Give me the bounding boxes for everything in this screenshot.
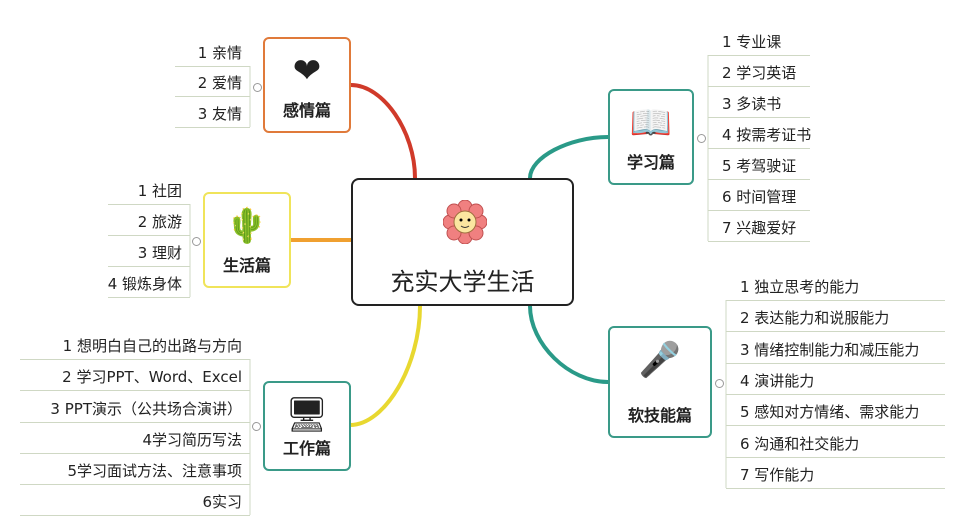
study-topic[interactable]: 📖 学习篇 [608,89,694,185]
subtopic-item[interactable]: 2 学习英语 [722,64,797,82]
subtopic-underline [726,331,945,332]
subtopic-item[interactable]: 2 旅游 [137,213,182,231]
topic-title: 工作篇 [282,439,331,458]
subtopic-underline [726,363,945,364]
microphone-icon: 🎤 [638,340,682,380]
work-connector [349,305,422,427]
subtopic-underline [108,235,190,236]
topic-title: 生活篇 [222,256,271,275]
subtopic-underline [726,488,945,489]
subtopic-underline [708,148,810,149]
subtopic-item[interactable]: 4学习简历写法 [142,431,242,449]
subtopic-underline [175,66,250,67]
computer-icon: 🖥 [285,395,329,435]
subtopic-item[interactable]: 3 多读书 [722,95,782,113]
subtopic-underline [20,359,250,360]
emotion-connector [350,83,417,179]
collapse-toggle[interactable] [697,134,706,143]
subtopic-underline [726,300,945,301]
subtopic-item[interactable]: 1 想明白自己的出路与方向 [62,337,242,355]
subtopic-underline [726,425,945,426]
subtopic-underline [20,484,250,485]
heart-icon: ❤ [292,51,322,91]
soft-topic[interactable]: 🎤 软技能篇 [608,326,712,438]
subtopic-underline [108,204,190,205]
work-topic[interactable]: 🖥 工作篇 [263,381,351,471]
subtopic-underline [708,86,810,87]
subtopic-item[interactable]: 7 兴趣爱好 [722,219,797,237]
flower-icon [442,199,488,245]
subtopic-item[interactable]: 5 感知对方情绪、需求能力 [740,403,920,421]
subtopic-underline [175,127,250,128]
subtopic-item[interactable]: 2 爱情 [197,74,242,92]
subtopic-underline [726,394,945,395]
subtopic-underline [175,96,250,97]
subtopic-item[interactable]: 6 沟通和社交能力 [740,435,860,453]
subtopic-item[interactable]: 7 写作能力 [740,466,815,484]
subtopic-item[interactable]: 6 时间管理 [722,188,797,206]
subtopic-item[interactable]: 3 友情 [197,105,242,123]
subtopic-underline [708,117,810,118]
subtopic-underline [20,422,250,423]
subtopic-underline [708,55,810,56]
life-topic[interactable]: 🌵 生活篇 [203,192,291,288]
subtopic-underline [708,179,810,180]
subtopic-item[interactable]: 3 理财 [137,244,182,262]
subtopic-item[interactable]: 3 情绪控制能力和减压能力 [740,341,920,359]
collapse-toggle[interactable] [192,237,201,246]
central-topic[interactable]: 充实大学生活 [351,178,574,306]
subtopic-item[interactable]: 1 专业课 [722,33,782,51]
subtopic-item[interactable]: 2 表达能力和说服能力 [740,309,890,327]
subtopic-underline [708,210,810,211]
topic-title: 学习篇 [626,153,675,172]
subtopic-item[interactable]: 1 独立思考的能力 [740,278,860,296]
cactus-icon: 🌵 [225,206,269,246]
central-topic-title: 充实大学生活 [390,268,535,296]
subtopic-item[interactable]: 1 亲情 [197,44,242,62]
topic-title: 软技能篇 [627,406,692,425]
subtopic-item[interactable]: 1 社团 [137,182,182,200]
subtopic-item[interactable]: 4 按需考证书 [722,126,812,144]
subtopic-underline [20,390,250,391]
subtopic-item[interactable]: 6实习 [202,493,242,511]
subtopic-item[interactable]: 2 学习PPT、Word、Excel [62,368,242,386]
subtopic-underline [708,241,810,242]
study-connector [528,135,609,179]
subtopic-underline [20,453,250,454]
soft-connector [528,305,609,384]
subtopic-item[interactable]: 4 演讲能力 [740,372,815,390]
topic-title: 感情篇 [282,101,331,120]
subtopic-underline [108,297,190,298]
subtopic-item[interactable]: 4 锻炼身体 [107,275,182,293]
subtopic-item[interactable]: 5 考驾驶证 [722,157,797,175]
reading-icon: 📖 [629,103,673,143]
emotion-topic[interactable]: ❤ 感情篇 [263,37,351,133]
collapse-toggle[interactable] [715,379,724,388]
subtopic-item[interactable]: 3 PPT演示（公共场合演讲） [50,400,242,418]
subtopic-underline [726,457,945,458]
collapse-toggle[interactable] [253,83,262,92]
subtopic-underline [20,515,250,516]
subtopic-underline [108,266,190,267]
subtopic-item[interactable]: 5学习面试方法、注意事项 [67,462,242,480]
collapse-toggle[interactable] [252,422,261,431]
